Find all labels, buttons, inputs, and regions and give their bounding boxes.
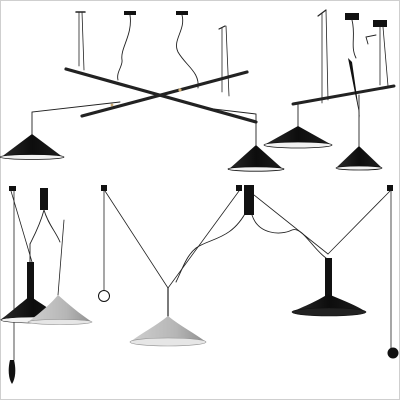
ceiling-canopy <box>124 11 136 15</box>
ceiling-canopy <box>9 186 16 191</box>
cone-shade-black <box>264 126 332 145</box>
cone-shade-black <box>0 134 64 158</box>
cord-canopy <box>40 188 48 210</box>
power-cord <box>176 14 199 89</box>
pull-ring <box>98 290 110 302</box>
flat-shade-grey <box>28 295 92 322</box>
cross-bar <box>80 70 249 118</box>
power-cord <box>43 209 61 243</box>
ceiling-canopy <box>176 11 188 15</box>
suspension-wire <box>382 26 389 87</box>
counterweight-ball <box>387 347 399 359</box>
suspension-wire <box>253 194 329 255</box>
suspension-wire <box>167 190 240 289</box>
shade-rim <box>263 141 333 149</box>
cone-shade-black <box>228 145 284 170</box>
shade-arm <box>204 107 257 146</box>
power-cord <box>251 214 327 259</box>
suspension-bar <box>291 84 396 106</box>
bar-joint <box>178 88 182 92</box>
shade-rim <box>335 165 383 171</box>
cord-weight <box>348 58 360 118</box>
shade-rim <box>227 166 285 172</box>
power-cord <box>29 209 45 245</box>
suspension-wire <box>225 25 230 97</box>
ceiling-anchor <box>101 185 107 191</box>
cord-canopy <box>244 185 254 215</box>
lamp-body <box>27 262 34 302</box>
suspension-wire <box>327 190 391 255</box>
suspension-wire <box>10 190 33 263</box>
shade-arm <box>31 101 121 136</box>
power-cord <box>117 14 131 81</box>
v-wire-pendant-black <box>244 185 393 349</box>
lamp-body <box>325 258 332 298</box>
suspension-wire <box>104 190 169 289</box>
v-wire-pendant-grey <box>101 185 248 319</box>
ceiling-canopy <box>345 13 359 20</box>
suspension-wire <box>81 11 85 71</box>
power-cord <box>351 19 357 59</box>
flat-shade-black <box>292 294 366 312</box>
counterweight-pendant-pair <box>9 186 65 361</box>
counterweight <box>8 360 16 384</box>
ceiling-canopy <box>373 20 387 27</box>
shade-rim <box>0 154 65 160</box>
ceiling-anchor <box>387 185 393 191</box>
ceiling-bracket <box>218 25 226 30</box>
bar-joint <box>110 103 114 107</box>
suspension-wire <box>325 9 329 101</box>
single-bar-chandelier <box>291 9 396 147</box>
cone-shade-black <box>336 146 382 168</box>
power-cord <box>175 209 248 283</box>
ceiling-anchor <box>236 185 242 191</box>
crossbar-chandelier <box>31 11 258 146</box>
shade-rim <box>27 319 93 325</box>
shade-rim <box>129 337 207 347</box>
shade-rim <box>291 307 367 317</box>
power-cord <box>365 34 377 45</box>
suspension-wire <box>57 219 65 296</box>
flat-shade-grey <box>130 316 206 342</box>
